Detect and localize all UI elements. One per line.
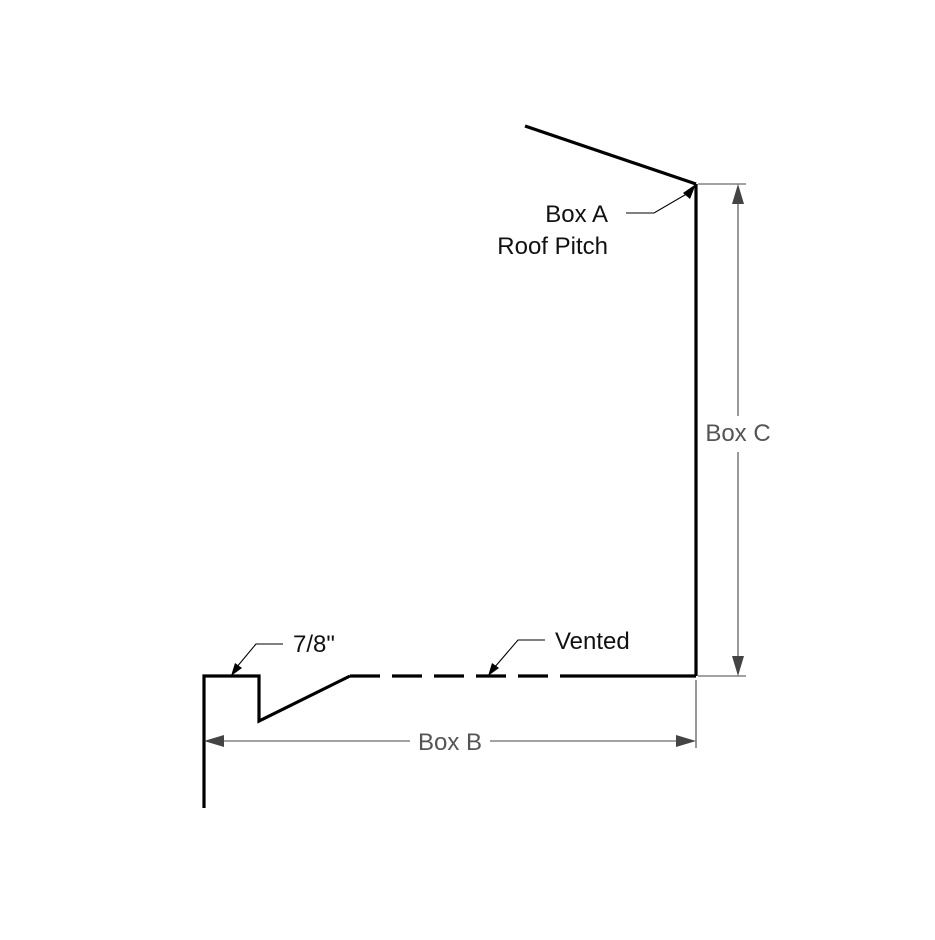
- box-c-arrow-bottom-icon: [732, 656, 744, 676]
- vented-leader: [493, 639, 545, 669]
- vented-callout: Vented: [488, 628, 630, 676]
- drip-edge-return: [202, 674, 351, 808]
- box-a-leader: [626, 191, 691, 214]
- box-a-arrow-icon: [683, 184, 696, 199]
- vented-label: Vented: [555, 628, 630, 655]
- vented-arrow-icon: [488, 663, 499, 676]
- roof-pitch-label: Roof Pitch: [497, 233, 608, 260]
- seven-eighths-arrow-icon: [231, 663, 242, 676]
- seven-eighths-label: 7/8": [293, 631, 335, 658]
- seven-eighths-callout: 7/8": [231, 631, 335, 676]
- box-b-dimension: Box B: [204, 680, 697, 756]
- box-a-label: Box A: [545, 201, 608, 228]
- box-a-callout: Box A Roof Pitch: [497, 184, 696, 260]
- seven-eighths-leader: [235, 643, 283, 669]
- box-c-dimension: Box C: [698, 183, 771, 677]
- box-b-arrow-left-icon: [204, 735, 224, 747]
- box-b-label: Box B: [418, 729, 482, 756]
- box-c-arrow-top-icon: [732, 184, 744, 204]
- soffit-profile: [202, 124, 698, 808]
- box-b-arrow-right-icon: [676, 735, 696, 747]
- roof-pitch-line: [524, 124, 697, 186]
- box-c-label: Box C: [705, 420, 770, 447]
